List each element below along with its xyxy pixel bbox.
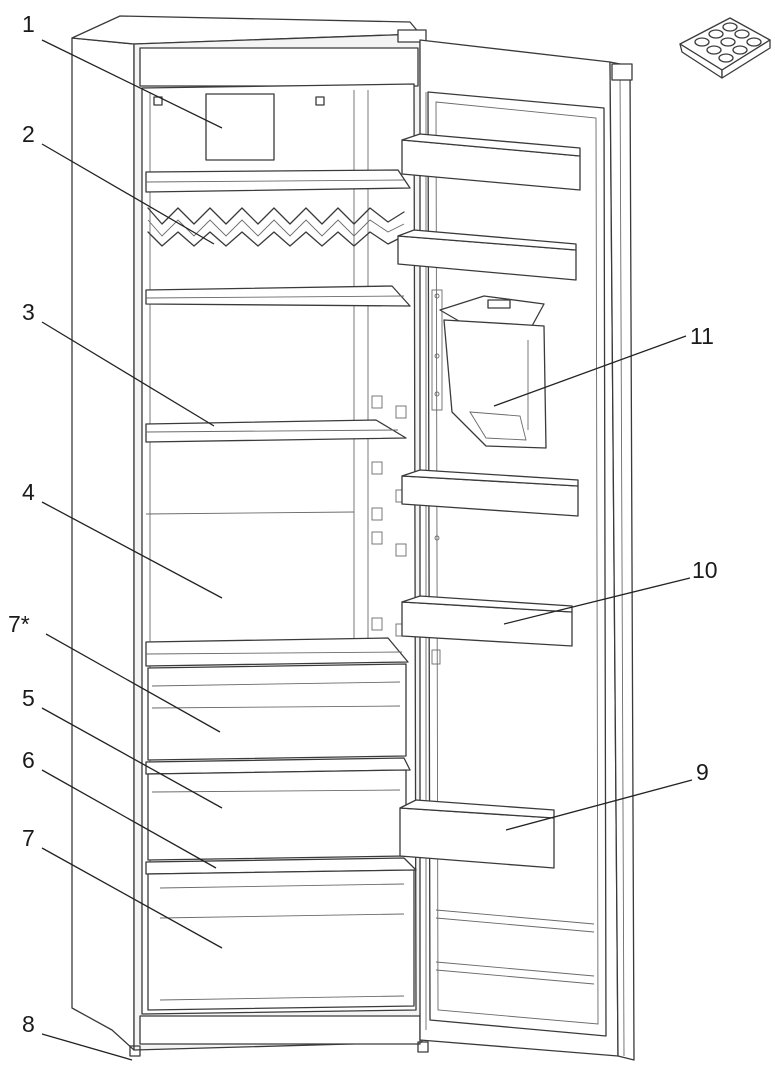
crisper-cover-shelf [145, 637, 409, 667]
door-bottle-balcony [399, 799, 595, 985]
leader-10 [503, 577, 691, 625]
top-shelf [145, 169, 411, 193]
door-balcony-lower [401, 595, 573, 647]
callout-labels: 1 2 3 4 7* 5 6 7 8 11 10 9 [8, 11, 718, 1037]
door-balcony-second [397, 229, 577, 281]
callout-7-star: 7* [8, 611, 30, 637]
leader-7s [45, 633, 221, 733]
glass-shelf-upper [145, 285, 411, 307]
callout-7: 7 [22, 825, 35, 851]
callout-11: 11 [690, 323, 714, 349]
leader-6 [41, 769, 217, 869]
egg-tray [679, 17, 771, 79]
leader-5 [41, 707, 223, 809]
wine-rack [147, 207, 405, 247]
thermostat-light-box [153, 93, 325, 161]
callout-6: 6 [22, 747, 35, 773]
leader-2 [41, 143, 215, 245]
leader-lines [41, 39, 693, 1061]
leader-7 [41, 847, 223, 949]
crisper-drawer [145, 857, 417, 1011]
callout-10: 10 [692, 557, 718, 583]
leader-11 [493, 335, 687, 407]
leader-8 [41, 1033, 133, 1061]
door-balcony-middle [401, 469, 579, 517]
water-dispenser [439, 295, 547, 449]
leader-4 [41, 501, 223, 599]
drawer-upper [147, 663, 407, 761]
callout-8: 8 [22, 1011, 35, 1037]
drawer-middle [145, 757, 411, 861]
callout-2: 2 [22, 121, 35, 147]
glass-shelf-middle [145, 419, 407, 515]
callout-9: 9 [696, 759, 709, 785]
leader-9 [505, 779, 693, 831]
leader-1 [41, 39, 223, 129]
callout-1: 1 [22, 11, 35, 37]
leader-3 [41, 321, 215, 427]
callout-3: 3 [22, 299, 35, 325]
door [419, 39, 635, 1061]
callout-5: 5 [22, 685, 35, 711]
callout-4: 4 [22, 479, 35, 505]
door-balcony-top [401, 133, 581, 191]
